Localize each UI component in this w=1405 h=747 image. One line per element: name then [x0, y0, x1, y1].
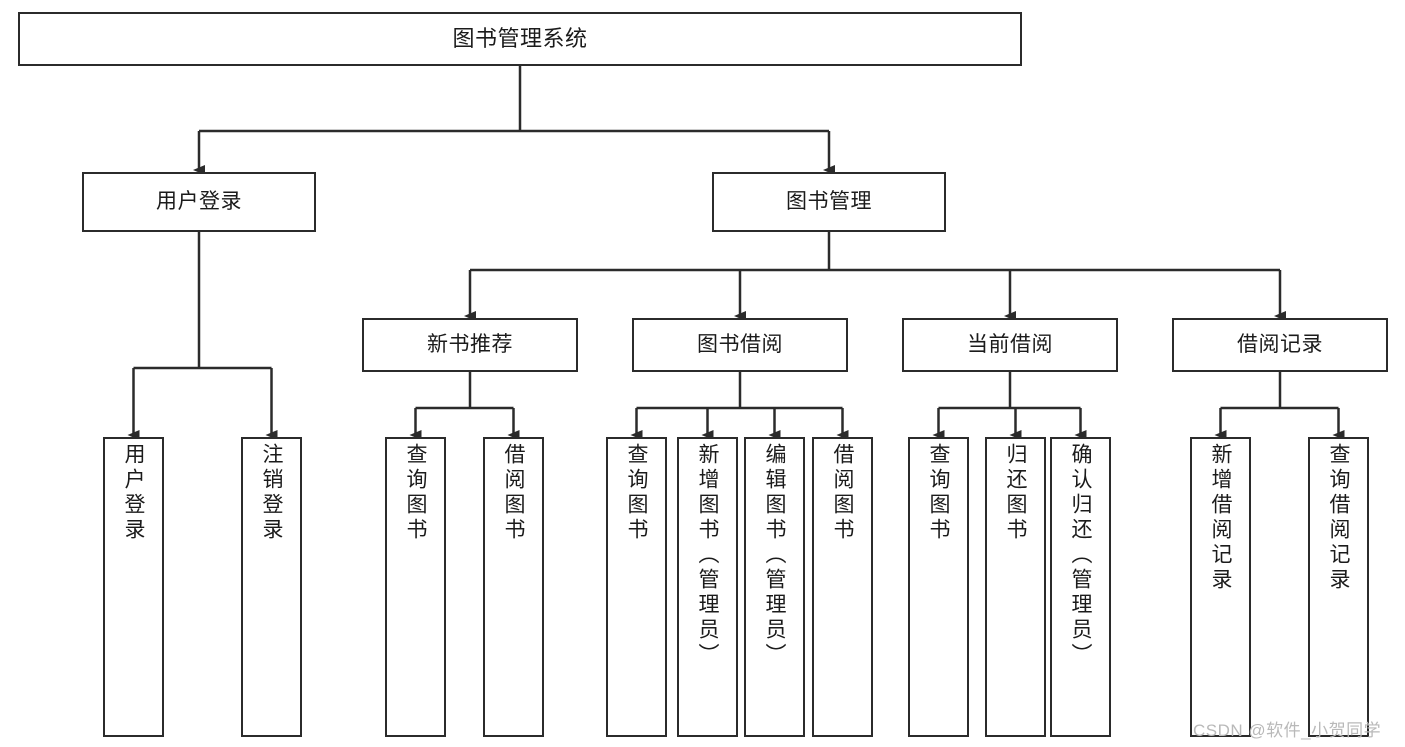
node-book-borrow[interactable]: 图书借阅 — [632, 318, 848, 372]
node-user-login[interactable]: 用户登录 — [82, 172, 316, 232]
node-root-system[interactable]: 图书管理系统 — [18, 12, 1022, 66]
node-label: 图书借阅 — [697, 333, 783, 357]
node-leaf-return-book[interactable]: 归还图书 — [985, 437, 1046, 737]
node-borrow-record[interactable]: 借阅记录 — [1172, 318, 1388, 372]
node-leaf-borrow-book-2[interactable]: 借阅图书 — [812, 437, 873, 737]
node-label: 编辑图书（管理员） — [763, 443, 786, 668]
node-leaf-query-book-2[interactable]: 查询图书 — [606, 437, 667, 737]
node-leaf-add-book[interactable]: 新增图书（管理员） — [677, 437, 738, 737]
node-current-borrow[interactable]: 当前借阅 — [902, 318, 1118, 372]
node-label: 新增借阅记录 — [1209, 443, 1232, 593]
node-leaf-add-record[interactable]: 新增借阅记录 — [1190, 437, 1251, 737]
node-label: 查询图书 — [927, 443, 950, 543]
node-label: 当前借阅 — [967, 333, 1053, 357]
node-leaf-logout[interactable]: 注销登录 — [241, 437, 302, 737]
node-label: 借阅记录 — [1237, 333, 1323, 357]
node-label: 确认归还（管理员） — [1069, 443, 1092, 668]
node-leaf-edit-book[interactable]: 编辑图书（管理员） — [744, 437, 805, 737]
tree-connectors — [127, 66, 1345, 440]
node-leaf-confirm-return[interactable]: 确认归还（管理员） — [1050, 437, 1111, 737]
node-new-book-recommend[interactable]: 新书推荐 — [362, 318, 578, 372]
node-label: 归还图书 — [1004, 443, 1027, 543]
node-label: 图书管理系统 — [452, 25, 588, 51]
node-leaf-query-book-1[interactable]: 查询图书 — [385, 437, 446, 737]
node-leaf-query-book-3[interactable]: 查询图书 — [908, 437, 969, 737]
node-book-manage[interactable]: 图书管理 — [712, 172, 946, 232]
node-label: 查询图书 — [625, 443, 648, 543]
node-leaf-borrow-book-1[interactable]: 借阅图书 — [483, 437, 544, 737]
node-label: 新书推荐 — [427, 333, 513, 357]
node-label: 用户登录 — [122, 443, 145, 543]
node-label: 借阅图书 — [831, 443, 854, 543]
node-leaf-user-login[interactable]: 用户登录 — [103, 437, 164, 737]
node-label: 查询图书 — [404, 443, 427, 543]
node-label: 借阅图书 — [502, 443, 525, 543]
node-label: 新增图书（管理员） — [696, 443, 719, 668]
node-leaf-query-record[interactable]: 查询借阅记录 — [1308, 437, 1369, 737]
node-label: 图书管理 — [786, 190, 872, 214]
node-label: 查询借阅记录 — [1327, 443, 1350, 593]
node-label: 用户登录 — [156, 190, 242, 214]
node-label: 注销登录 — [260, 443, 283, 543]
